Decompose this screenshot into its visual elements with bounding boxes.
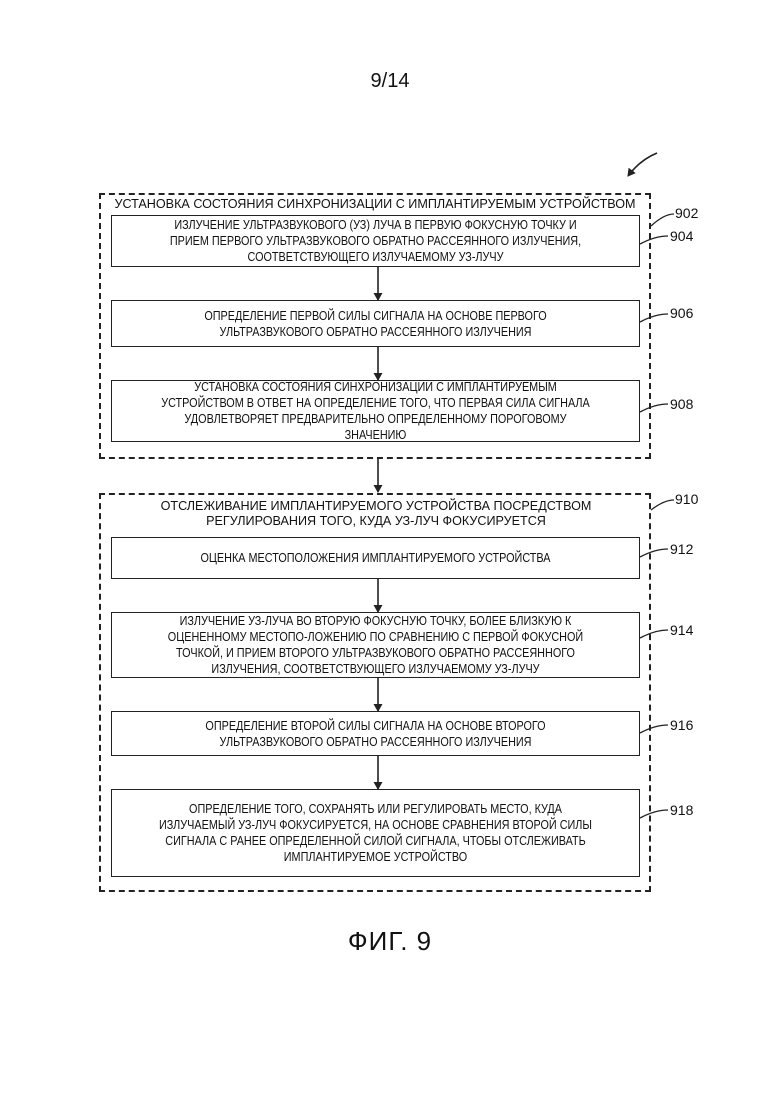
step-906: ОПРЕДЕЛЕНИЕ ПЕРВОЙ СИЛЫ СИГНАЛА НА ОСНОВ… xyxy=(111,300,640,347)
leader-902 xyxy=(651,214,674,226)
ref-906: 906 xyxy=(670,305,693,321)
step-908: УСТАНОВКА СОСТОЯНИЯ СИНХРОНИЗАЦИИ С ИМПЛ… xyxy=(111,380,640,442)
step-906-text: ОПРЕДЕЛЕНИЕ ПЕРВОЙ СИЛЫ СИГНАЛА НА ОСНОВ… xyxy=(156,308,595,340)
figure-pointer-arrow xyxy=(628,153,657,176)
ref-910: 910 xyxy=(675,491,698,507)
group-902-title: УСТАНОВКА СОСТОЯНИЯ СИНХРОНИЗАЦИИ С ИМПЛ… xyxy=(104,197,646,212)
step-912-text: ОЦЕНКА МЕСТОПОЛОЖЕНИЯ ИМПЛАНТИРУЕМОГО УС… xyxy=(200,550,550,566)
ref-904: 904 xyxy=(670,228,693,244)
step-912: ОЦЕНКА МЕСТОПОЛОЖЕНИЯ ИМПЛАНТИРУЕМОГО УС… xyxy=(111,537,640,579)
ref-908: 908 xyxy=(670,396,693,412)
step-916-text: ОПРЕДЕЛЕНИЕ ВТОРОЙ СИЛЫ СИГНАЛА НА ОСНОВ… xyxy=(156,718,595,750)
step-904: ИЗЛУЧЕНИЕ УЛЬТРАЗВУКОВОГО (УЗ) ЛУЧА В ПЕ… xyxy=(111,215,640,267)
figure-label: ФИГ. 9 xyxy=(0,926,780,957)
step-916: ОПРЕДЕЛЕНИЕ ВТОРОЙ СИЛЫ СИГНАЛА НА ОСНОВ… xyxy=(111,711,640,756)
ref-902: 902 xyxy=(675,205,698,221)
step-904-text: ИЗЛУЧЕНИЕ УЛЬТРАЗВУКОВОГО (УЗ) ЛУЧА В ПЕ… xyxy=(156,217,595,265)
ref-914: 914 xyxy=(670,622,693,638)
group-910-title: ОТСЛЕЖИВАНИЕ ИМПЛАНТИРУЕМОГО УСТРОЙСТВА … xyxy=(112,499,640,529)
step-914-text: ИЗЛУЧЕНИЕ УЗ-ЛУЧА ВО ВТОРУЮ ФОКУСНУЮ ТОЧ… xyxy=(156,613,595,677)
step-914: ИЗЛУЧЕНИЕ УЗ-ЛУЧА ВО ВТОРУЮ ФОКУСНУЮ ТОЧ… xyxy=(111,612,640,678)
ref-916: 916 xyxy=(670,717,693,733)
leader-910 xyxy=(651,500,674,510)
step-918-text: ОПРЕДЕЛЕНИЕ ТОГО, СОХРАНЯТЬ ИЛИ РЕГУЛИРО… xyxy=(156,801,595,865)
step-918: ОПРЕДЕЛЕНИЕ ТОГО, СОХРАНЯТЬ ИЛИ РЕГУЛИРО… xyxy=(111,789,640,877)
ref-918: 918 xyxy=(670,802,693,818)
ref-912: 912 xyxy=(670,541,693,557)
step-908-text: УСТАНОВКА СОСТОЯНИЯ СИНХРОНИЗАЦИИ С ИМПЛ… xyxy=(156,379,595,443)
